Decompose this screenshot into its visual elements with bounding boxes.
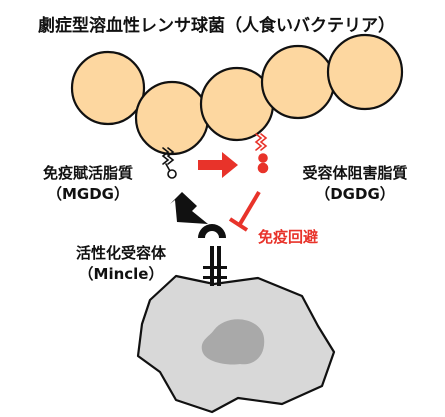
cell-nucleus <box>201 319 265 365</box>
right-lipid-abbr: （DGDG） <box>315 185 395 203</box>
bacterium-cell <box>326 33 404 111</box>
left-lipid-label: 免疫賦活脂質 （MGDG） <box>18 163 158 205</box>
activation-arrow-icon <box>170 192 208 224</box>
receptor-name: 活性化受容体 <box>75 244 166 262</box>
left-lipid-name: 免疫賦活脂質 <box>42 164 133 182</box>
mgdg-lipid-icon <box>161 147 177 179</box>
bacterium-cell <box>70 50 146 126</box>
bacterium-cell <box>134 80 210 156</box>
mincle-receptor-icon <box>198 224 227 286</box>
bacteria-chain <box>70 33 404 156</box>
right-lipid-label: 受容体阻害脂質 （DGDG） <box>276 163 434 205</box>
receptor-label: 活性化受容体 （Mincle） <box>60 243 182 285</box>
conversion-arrow-icon <box>198 152 238 178</box>
diagram-title: 劇症型溶血性レンサ球菌（人食いバクテリア） <box>38 16 395 36</box>
dgdg-lipid-icon <box>254 133 269 174</box>
receptor-abbr: （Mincle） <box>78 265 164 283</box>
right-lipid-name: 受容体阻害脂質 <box>302 164 408 182</box>
inhibition-icon <box>228 190 261 232</box>
left-lipid-abbr: （MGDG） <box>46 185 129 203</box>
immune-escape-label: 免疫回避 <box>258 228 319 246</box>
bacterium-cell <box>260 44 336 120</box>
